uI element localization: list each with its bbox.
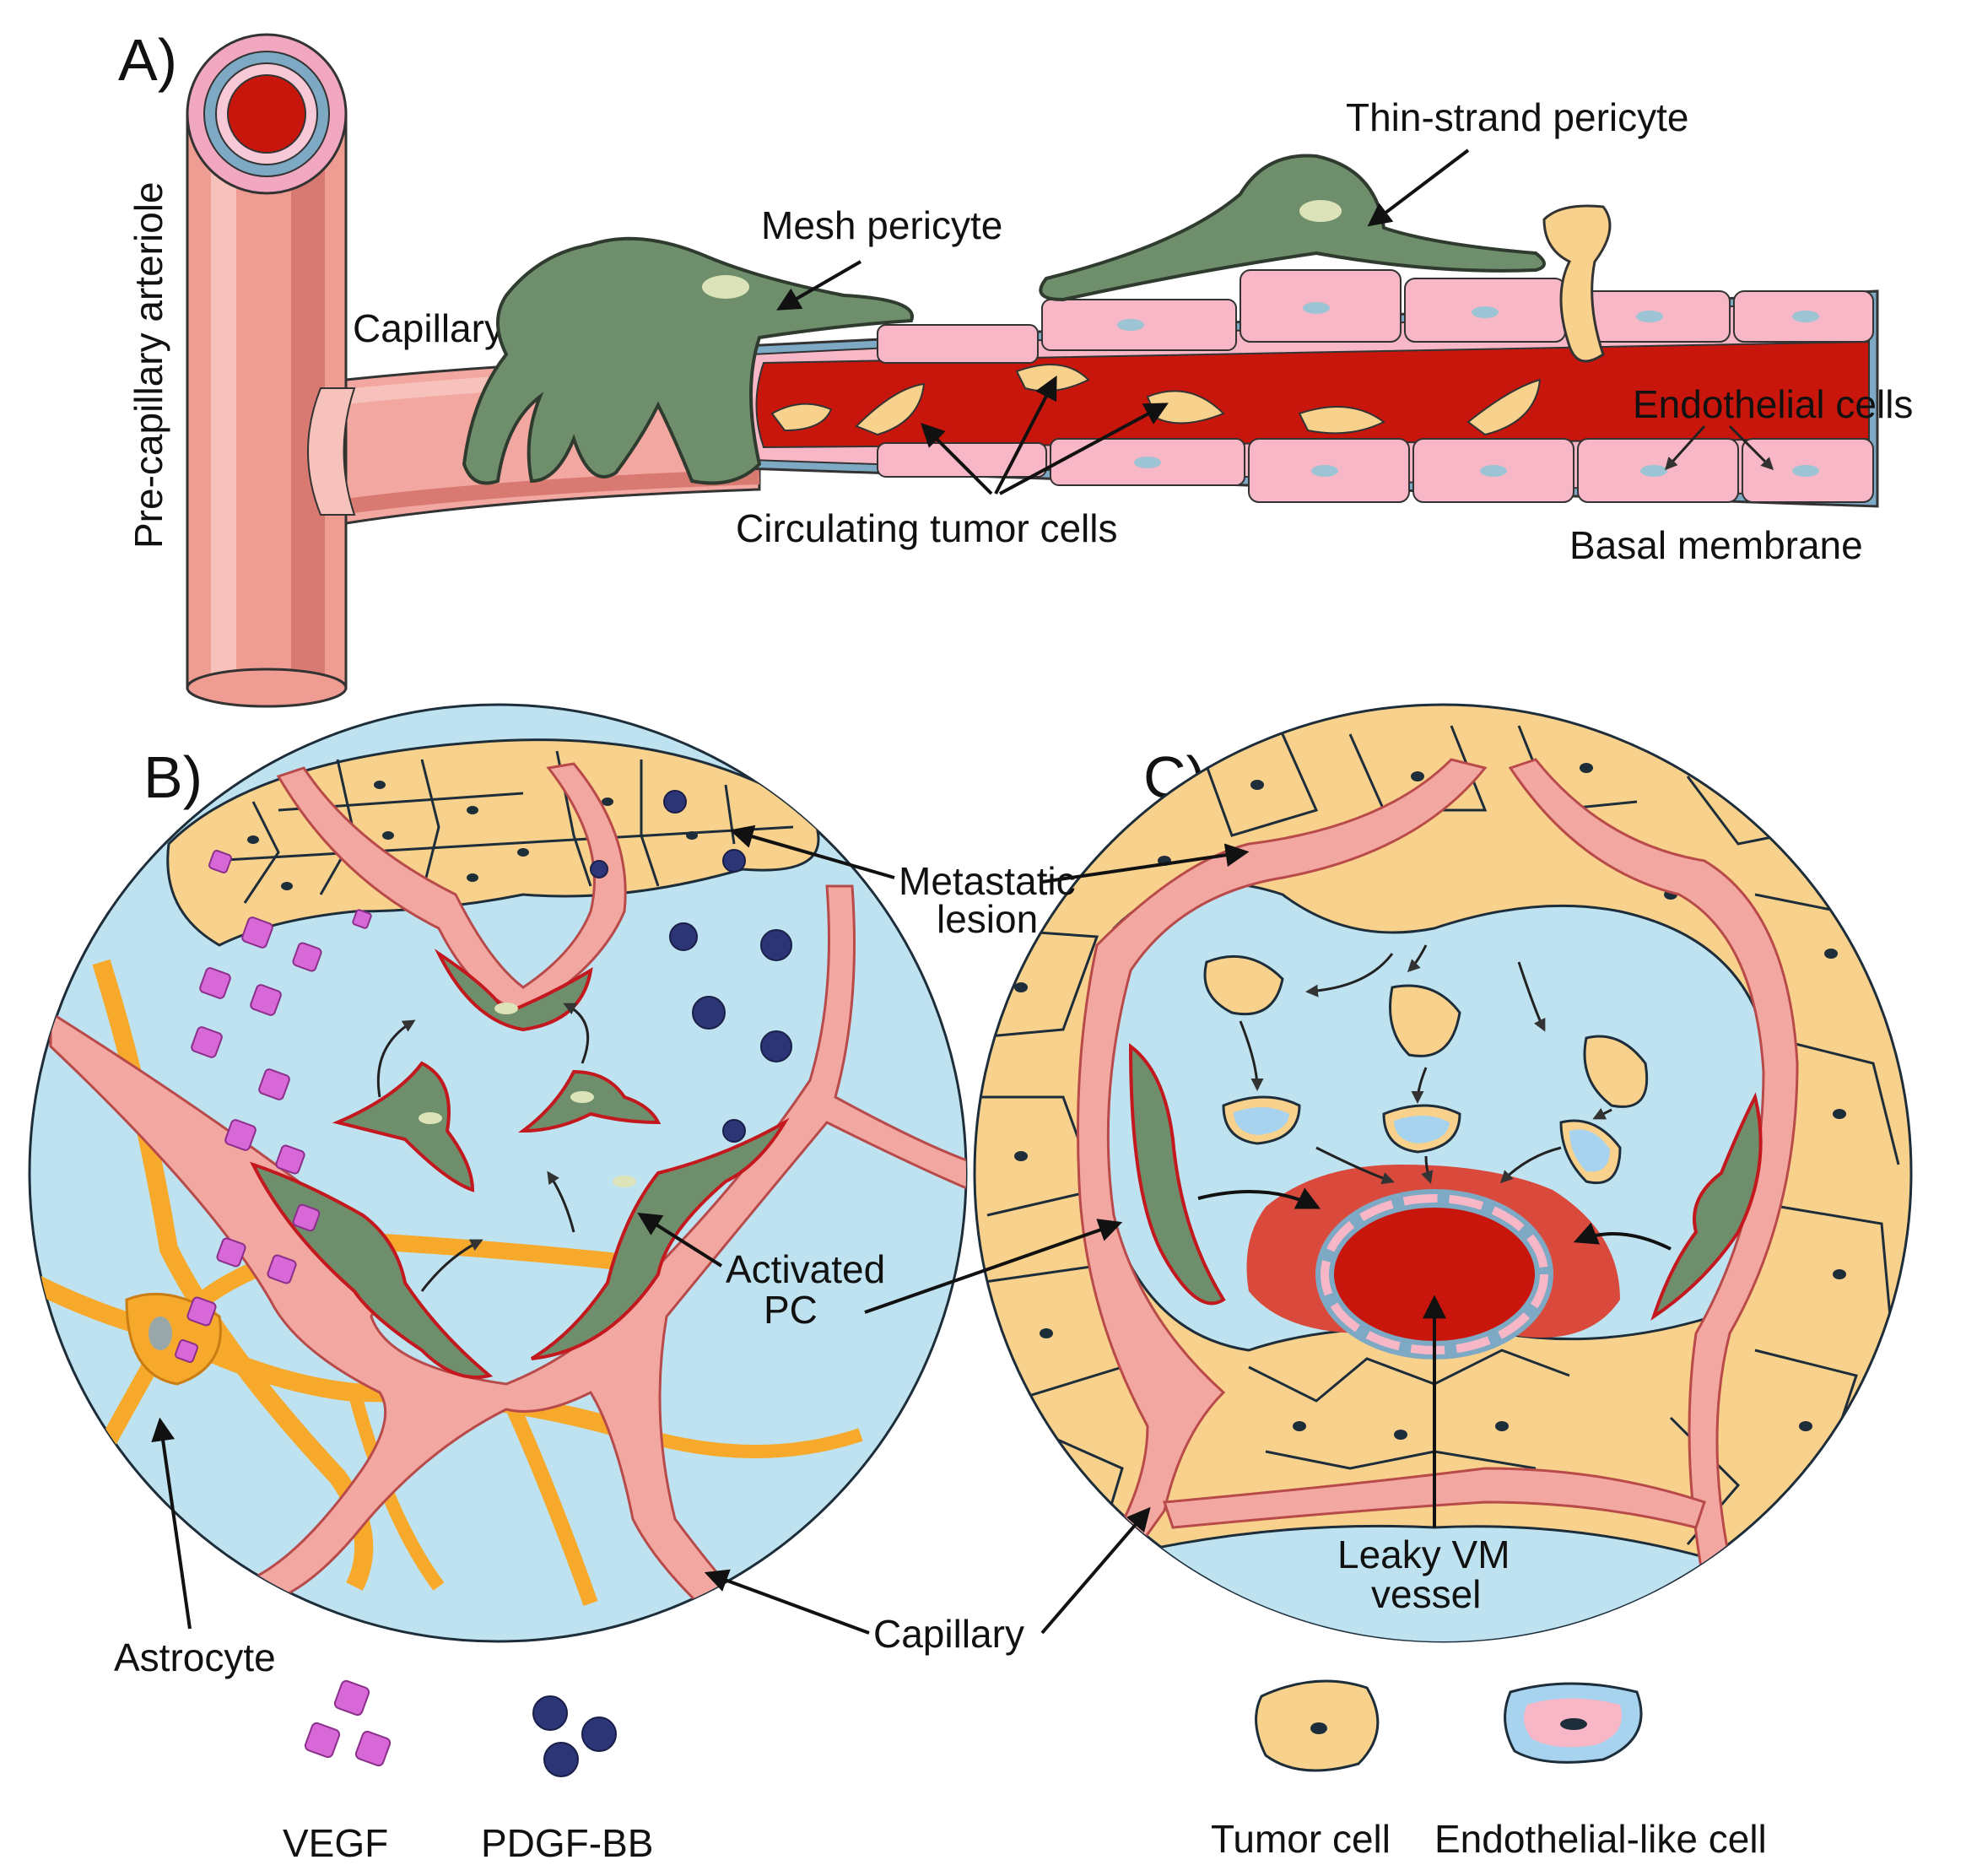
activated-pericytes-c [1128, 1042, 1763, 1321]
leaky-vm-vessel [1246, 1165, 1620, 1360]
endothelial-cell-row-bottom [877, 438, 1874, 503]
legend-endothelial-like-label: Endothelial-like cell [1434, 1817, 1767, 1861]
capillary-label-bc: Capillary [873, 1612, 1024, 1656]
panel-a-letter: A) [118, 27, 177, 93]
activated-pc-label-line1: Activated [726, 1247, 885, 1291]
extravasating-tumor-cell [1542, 204, 1612, 363]
panel-c: C) [973, 703, 1913, 1643]
basal-membrane-label: Basal membrane [1569, 523, 1863, 567]
pericyte-nuclei-b [419, 1003, 636, 1187]
panel-c-arrows [1197, 944, 1672, 1251]
legend-tumor-cell-icon [1255, 1679, 1380, 1772]
panel-a: A) Pre-capillary arteriole Capillary [118, 27, 1913, 708]
panel-b-letter: B) [143, 744, 203, 810]
pdgf-bb-molecules [590, 790, 792, 1143]
mesh-pericyte-label: Mesh pericyte [761, 203, 1002, 247]
legend: VEGF PDGF-BB Tumor cell Endothelial-like… [283, 1679, 1767, 1865]
activated-pericytes-b [250, 949, 790, 1379]
activated-pc-label-line2: PC [764, 1288, 818, 1332]
endothelial-cells-label: Endothelial cells [1633, 382, 1913, 426]
astrocyte-label: Astrocyte [114, 1635, 276, 1679]
metastatic-lesion-b [166, 738, 820, 947]
panel-a-arrows [776, 149, 1774, 495]
capillaries-b [49, 762, 966, 1630]
shared-labels: Metastatic lesion Activated PC Astrocyte… [114, 824, 1510, 1679]
panel-b: B) [28, 703, 968, 1643]
endothelial-nuclei [1117, 302, 1819, 477]
circulating-tumor-cells [770, 364, 1542, 436]
leaky-vm-label-line1: Leaky VM [1337, 1533, 1510, 1576]
endothelial-like-cells-c [1222, 1095, 1622, 1184]
legend-vegf-label: VEGF [283, 1821, 388, 1865]
pre-capillary-arteriole [186, 33, 348, 708]
panel-b-migration-arrows [376, 1003, 590, 1292]
leaky-vm-label-line2: vessel [1371, 1572, 1481, 1616]
migrating-tumor-cells [1203, 954, 1649, 1108]
arteriole-label: Pre-capillary arteriole [127, 181, 170, 549]
metastatic-label-line2: lesion [937, 897, 1038, 941]
vegf-molecules [175, 850, 372, 1363]
circulating-tumor-cells-label: Circulating tumor cells [736, 506, 1117, 550]
legend-tumor-label: Tumor cell [1211, 1817, 1391, 1861]
thin-strand-pericyte [1039, 154, 1546, 302]
legend-pdgf-label: PDGF-BB [481, 1821, 653, 1865]
tumor-cell-nuclei-c [1014, 763, 1846, 1490]
capillary-label-a: Capillary [353, 306, 504, 350]
legend-pdgf-icon [532, 1695, 617, 1777]
thin-strand-pericyte-label: Thin-strand pericyte [1346, 95, 1689, 139]
legend-vegf-icon [304, 1679, 392, 1767]
legend-endothelial-like-icon [1504, 1682, 1643, 1764]
